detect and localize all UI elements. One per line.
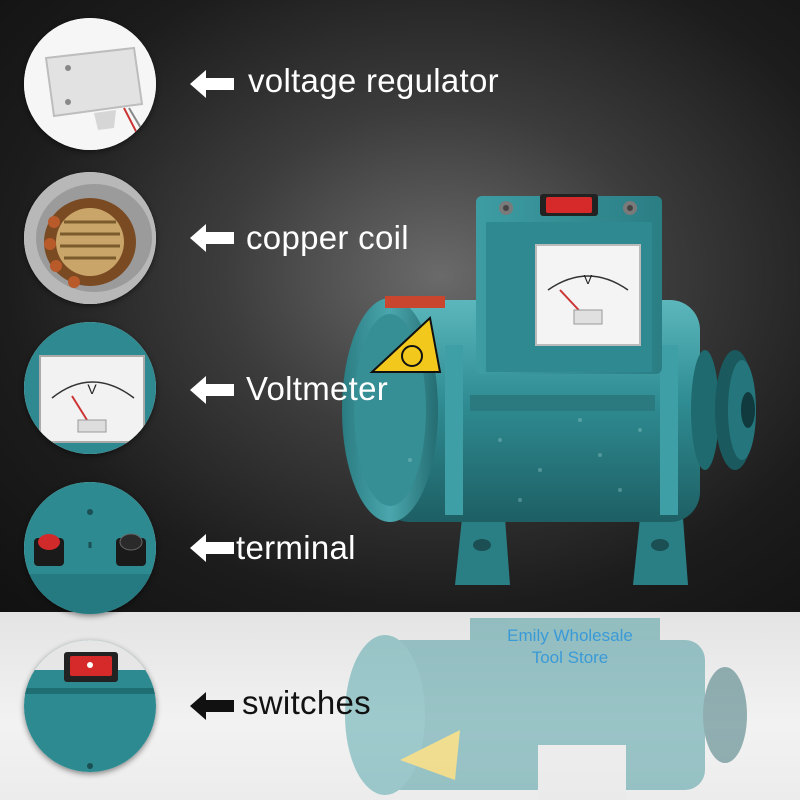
arrow-left-icon (190, 692, 234, 720)
copper-coil-detail-image (24, 172, 156, 304)
callout-switches: switches (0, 640, 800, 780)
arrow-left-icon (190, 534, 234, 562)
voltmeter-unit: V (584, 272, 593, 287)
arrow-left-icon (190, 376, 234, 404)
svg-text:V: V (87, 381, 97, 397)
label-switches: switches (242, 684, 371, 721)
store-watermark: Emily Wholesale Tool Store (470, 625, 670, 669)
callout-voltmeter: V Voltmeter (0, 322, 800, 462)
voltage-regulator-detail-image (24, 18, 156, 150)
callout-terminal: terminal (0, 482, 800, 622)
voltmeter-detail-image: V (24, 322, 156, 454)
switch-icon (24, 640, 156, 772)
copper-coil-icon (24, 172, 156, 304)
watermark-line-1: Emily Wholesale (507, 626, 633, 645)
label-voltage-regulator: voltage regulator (248, 62, 499, 99)
watermark-line-2: Tool Store (531, 648, 609, 667)
switch-detail-image (24, 640, 156, 772)
arrow-left-icon (190, 224, 234, 252)
terminal-icon (24, 482, 156, 614)
voltage-regulator-icon (24, 18, 156, 150)
terminal-detail-image (24, 482, 156, 614)
label-copper-coil: copper coil (246, 219, 409, 256)
label-voltmeter: Voltmeter (246, 370, 389, 407)
callout-copper-coil: copper coil (0, 172, 800, 312)
callout-voltage-regulator: voltage regulator (0, 18, 800, 158)
arrow-left-icon (190, 70, 234, 98)
label-terminal: terminal (236, 529, 356, 566)
voltmeter-icon: V (24, 322, 156, 454)
